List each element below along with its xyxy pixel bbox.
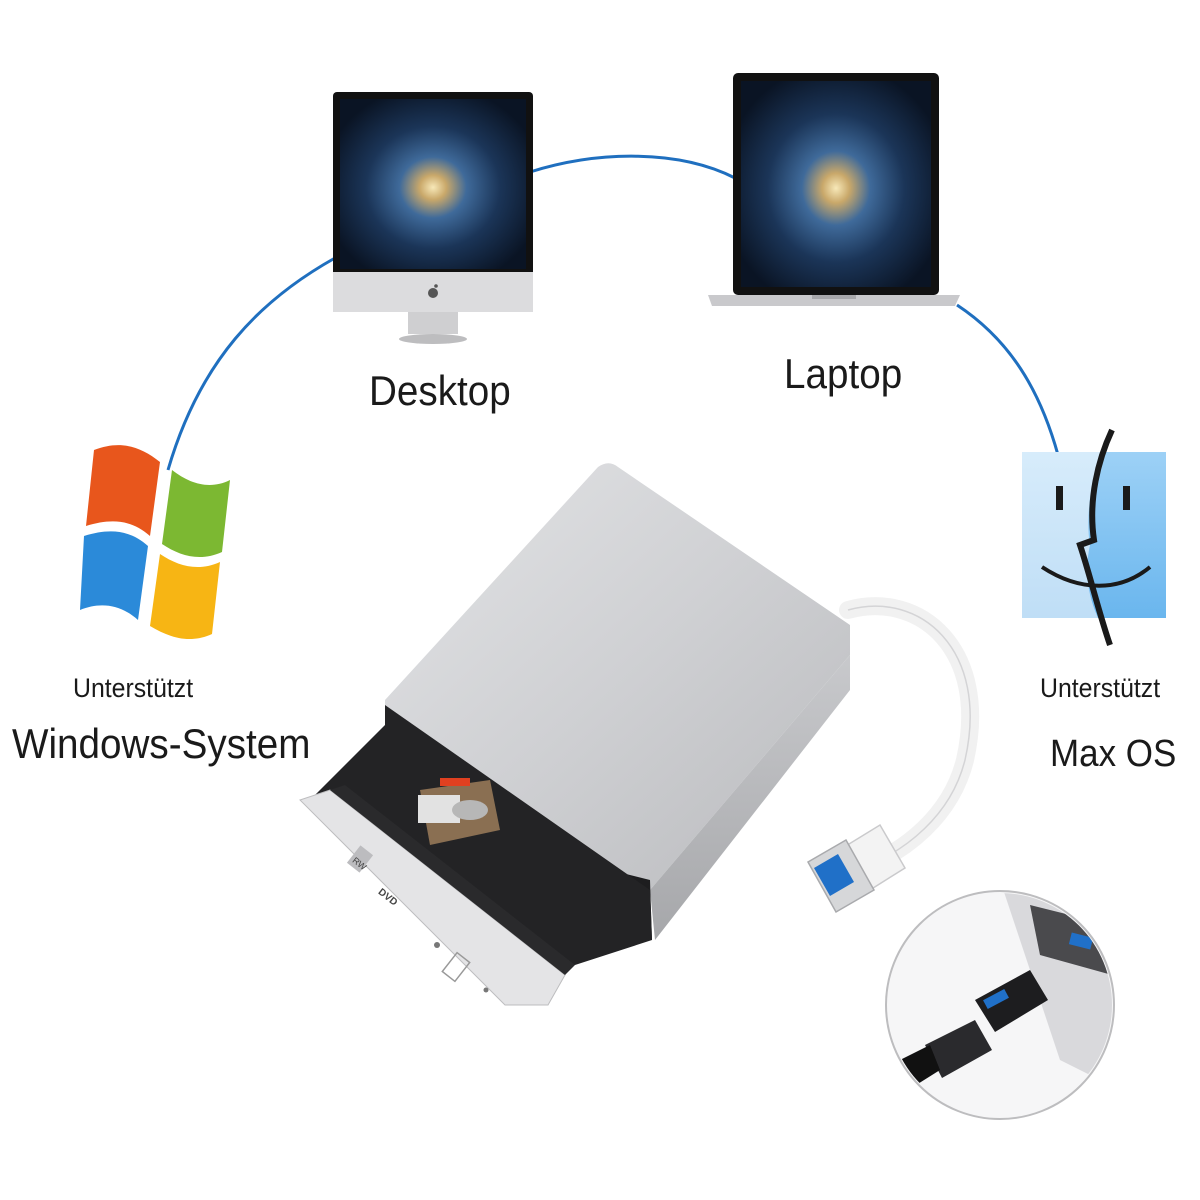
connection-cable (166, 154, 1060, 471)
external-dvd-drive-image: RW DVD (299, 463, 850, 1006)
finder-face-icon (1022, 428, 1166, 646)
windows-system-label: Windows-System (12, 720, 311, 767)
usb-plug-icon (806, 823, 907, 914)
usb-adapter-inset (885, 890, 1115, 1120)
windows-supported-label: Unterstützt (73, 673, 194, 703)
apple-logo-icon (428, 284, 438, 298)
desktop-label: Desktop (369, 367, 511, 414)
desktop-computer-image (333, 92, 533, 344)
windows-logo-icon (80, 445, 230, 640)
mac-system-label: Max OS (1050, 733, 1177, 775)
usb-cable (839, 597, 980, 869)
laptop-computer-image (708, 73, 960, 306)
mac-supported-label: Unterstützt (1040, 673, 1161, 703)
laptop-label: Laptop (784, 350, 903, 397)
